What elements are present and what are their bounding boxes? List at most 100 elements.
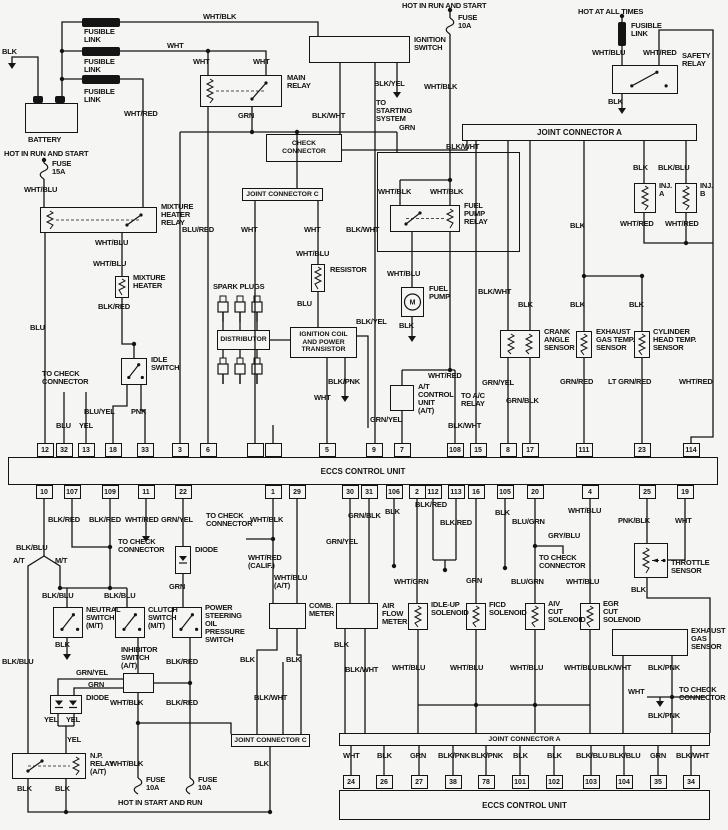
wire-label: WHT/BLK — [430, 187, 464, 196]
idle-switch-box — [121, 358, 147, 385]
wire-label: BLK — [495, 508, 510, 517]
eccs-control-unit-bottom-box: ECCS CONTROL UNIT — [339, 790, 710, 820]
wire-label: BLK — [55, 784, 70, 793]
wire-label: CRANK ANGLE SENSOR — [544, 327, 575, 352]
eccs-pin: 5 — [318, 443, 336, 457]
check-connector-box: CHECK CONNECTOR — [266, 134, 342, 162]
wire-label: BLK — [399, 321, 414, 330]
wire-label: EGR CUT SOLENOID — [603, 599, 641, 624]
wire-label: CYLINDER HEAD TEMP. SENSOR — [653, 327, 697, 352]
jca-pin: 34 — [682, 775, 700, 789]
wire-label: WHT/BLU — [296, 249, 330, 258]
ignition-switch-box — [309, 36, 410, 63]
wire-label: CLUTCH SWITCH (M/T) — [148, 605, 178, 630]
eccs-pin: 19 — [676, 485, 694, 499]
wire-label: IGNITION SWITCH — [414, 35, 446, 52]
wire-label: MIXTURE HEATER — [133, 273, 166, 290]
wire-label: WHT/RED (CALIF.) — [248, 553, 282, 570]
np-relay-box — [12, 753, 86, 779]
wire-label: WHT/BLU — [592, 48, 626, 57]
eccs-pin: 10 — [35, 485, 53, 499]
wire-label: YEL — [79, 421, 93, 430]
resistor-box — [311, 264, 325, 292]
eccs-pin: 108 — [446, 443, 464, 457]
eccs-pin: 2 — [408, 485, 426, 499]
wire-label: WHT/BLU — [510, 663, 544, 672]
wire-label: BLU — [30, 323, 45, 332]
wire-label: BLU/RED — [182, 225, 214, 234]
wire-label: A/T CONTROL UNIT (A/T) — [418, 382, 454, 415]
wire-label: FUSIBLE LINK — [631, 21, 662, 38]
wire-label: BLK — [633, 163, 648, 172]
wire-label: GRN — [88, 680, 105, 689]
wire-label: BLU/GRN — [512, 517, 545, 526]
wire-label: YEL — [44, 715, 58, 724]
wire-label: WHT — [193, 57, 210, 66]
wire-label: WHT/BLU — [387, 269, 421, 278]
wire-label: BLU — [297, 299, 312, 308]
wire-label: BLK/WHT — [676, 751, 710, 760]
wire-label: WHT/RED — [125, 515, 159, 524]
wire-label: WHT/RED — [665, 219, 699, 228]
jca-pin: 26 — [375, 775, 393, 789]
wire-label: EXHAUST GAS SENSOR — [691, 626, 726, 651]
wire-label: WHT/BLU — [564, 663, 598, 672]
wire-label: BLK — [334, 640, 349, 649]
wire-label: GRN — [399, 123, 416, 132]
wire-label: YEL — [67, 735, 81, 744]
wire-label: GRN — [410, 751, 427, 760]
svg-text:M: M — [410, 300, 416, 307]
diode-box — [175, 546, 191, 574]
wire-label: WHT/BLK — [110, 759, 144, 768]
wire-label: WHT — [314, 393, 331, 402]
wire-label: GRN/YEL — [161, 515, 193, 524]
wire-label: EXHAUST GAS TEMP. SENSOR — [596, 327, 635, 352]
wire-label: N.P. RELAY (A/T) — [90, 751, 114, 776]
eccs-pin: 18 — [104, 443, 122, 457]
eccs-pin: 20 — [526, 485, 544, 499]
wire-label: FUSIBLE LINK — [84, 27, 115, 44]
wire-label: WHT/BLK — [378, 187, 412, 196]
eccs-pin: 4 — [581, 485, 599, 499]
wire-label: FICD SOLENOID — [489, 600, 527, 617]
wire-label: HOT IN RUN AND START — [4, 149, 89, 158]
wire-label: A/T — [13, 556, 25, 565]
wire-label: HOT IN START AND RUN — [118, 798, 203, 807]
wire-label: MAIN RELAY — [287, 73, 311, 90]
wire-label: GRN — [466, 576, 483, 585]
eccs-pin: 114 — [682, 443, 700, 457]
crank-angle-sensor-box — [500, 330, 540, 358]
power-steering-switch-box — [172, 607, 202, 638]
wire-label: BLU/GRN — [511, 577, 544, 586]
jca-pin: 104 — [615, 775, 633, 789]
wire-label: AIR FLOW METER — [382, 601, 408, 626]
wire-label: FUEL PUMP RELAY — [464, 201, 488, 226]
injector-a-box — [634, 183, 656, 213]
wire-label: BLK/PNK — [328, 377, 360, 386]
eccs-pin: 17 — [521, 443, 539, 457]
eccs-pin: 13 — [77, 443, 95, 457]
wire-label: BLK — [608, 97, 623, 106]
neutral-switch-box — [53, 607, 83, 638]
cylinder-head-temp-sensor-box — [634, 331, 650, 358]
eccs-pin: 105 — [496, 485, 514, 499]
wire-label: BLK — [254, 759, 269, 768]
wire-label: BLK/WHT — [478, 287, 512, 296]
wire-label: WHT — [167, 41, 184, 50]
jca-pin: 38 — [444, 775, 462, 789]
wire-label: WHT/BLK — [110, 698, 144, 707]
wire-label: COMB. METER — [309, 601, 335, 618]
wire-label: AIV CUT SOLENOID — [548, 599, 586, 624]
jca-pin: 24 — [342, 775, 360, 789]
exhaust-gas-temp-sensor-box — [576, 331, 592, 358]
eccs-pin: 22 — [174, 485, 192, 499]
wire-label: BLK — [17, 784, 32, 793]
jca-pin: 103 — [582, 775, 600, 789]
eccs-pin: 6 — [199, 443, 217, 457]
aiv-cut-solenoid-box — [525, 603, 545, 630]
eccs-pin: 32 — [55, 443, 73, 457]
distributor-box: DISTRIBUTOR — [217, 330, 270, 350]
mixture-heater-box — [115, 276, 129, 298]
wire-label: BLK/WHT — [346, 225, 380, 234]
eccs-pin: 109 — [101, 485, 119, 499]
